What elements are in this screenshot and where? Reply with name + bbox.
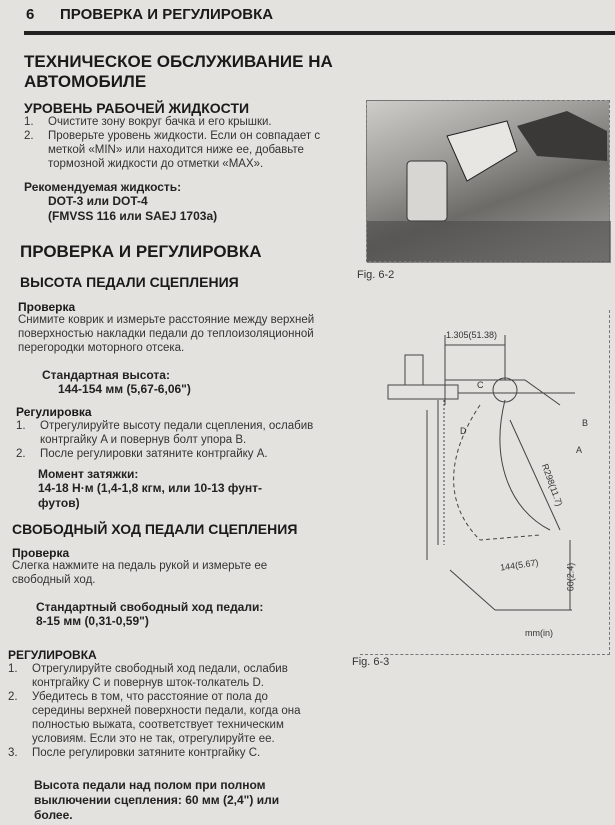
page-header: 6 ПРОВЕРКА И РЕГУЛИРОВКА bbox=[26, 6, 273, 23]
recommended-fluid-2: (FMVSS 116 или SAEJ 1703a) bbox=[48, 209, 218, 223]
fig-6-3-caption: Fig. 6-3 bbox=[352, 656, 390, 668]
free-play-steps: 1.Отрегулируйте свободный ход педали, ос… bbox=[8, 662, 308, 760]
check-text: Слегка нажмите на педаль рукой и измерьт… bbox=[12, 560, 268, 586]
torque-label: Момент затяжки: bbox=[38, 467, 139, 481]
free-play-heading: СВОБОДНЫЙ ХОД ПЕДАЛИ СЦЕПЛЕНИЯ bbox=[12, 521, 298, 537]
adjust-label: Регулировка bbox=[16, 405, 92, 419]
list-item: 3.После регулировки затяните контргайку … bbox=[8, 747, 261, 759]
check-label: Проверка bbox=[12, 546, 70, 560]
fig-6-3-diagram: 1.305(51.38) C D B A R298(11.7) 144(5.67… bbox=[360, 310, 610, 655]
header-title: ПРОВЕРКА И РЕГУЛИРОВКА bbox=[60, 6, 274, 23]
section-title-check: ПРОВЕРКА И РЕГУЛИРОВКА bbox=[20, 242, 262, 261]
header-rule bbox=[24, 31, 615, 35]
check-label: Проверка bbox=[18, 300, 76, 314]
fig-6-2-photo bbox=[366, 100, 611, 263]
units-label: mm(in) bbox=[525, 628, 553, 638]
list-item: 1.Отрегулируйте свободный ход педали, ос… bbox=[8, 663, 288, 689]
label-c: C bbox=[477, 380, 484, 390]
std-height-label: Стандартная высота: bbox=[42, 368, 170, 382]
std-free-play-label: Стандартный свободный ход педали: bbox=[36, 600, 264, 614]
list-item: 2.Убедитесь в том, что расстояние от пол… bbox=[8, 691, 301, 745]
check-text: Снимите коврик и измерьте расстояние меж… bbox=[18, 314, 315, 354]
fluid-level-heading: УРОВЕНЬ РАБОЧЕЙ ЖИДКОСТИ bbox=[24, 100, 250, 116]
torque-value: 14-18 Н·м (1,4-1,8 кгм, или 10-13 фунт-ф… bbox=[38, 481, 263, 510]
recommended-fluid-1: DOT-3 или DOT-4 bbox=[48, 194, 148, 208]
list-item: 1.Очистите зону вокруг бачка и его крышк… bbox=[24, 116, 272, 128]
dimension-floor: 60(2.4) bbox=[565, 562, 576, 592]
std-height-value: 144-154 мм (5,67-6,06") bbox=[58, 382, 191, 396]
section-title-maintenance: ТЕХНИЧЕСКОЕ ОБСЛУЖИВАНИЕ НА АВТОМОБИЛЕ bbox=[24, 52, 333, 91]
label-a: A bbox=[576, 445, 583, 455]
fluid-steps: 1.Очистите зону вокруг бачка и его крышк… bbox=[24, 115, 344, 171]
pedal-floor-note: Высота педали над полом при полном выклю… bbox=[34, 778, 280, 822]
page-number: 6 bbox=[26, 6, 35, 23]
label-d: D bbox=[460, 426, 467, 436]
recommended-fluid-label: Рекомендуемая жидкость: bbox=[24, 180, 182, 194]
std-free-play-value: 8-15 мм (0,31-0,59") bbox=[36, 614, 149, 628]
pedal-height-heading: ВЫСОТА ПЕДАЛИ СЦЕПЛЕНИЯ bbox=[20, 274, 239, 290]
list-item: 2.После регулировки затяните контргайку … bbox=[16, 448, 268, 460]
adjust-label: РЕГУЛИРОВКА bbox=[8, 648, 97, 662]
fig-6-2-caption: Fig. 6-2 bbox=[357, 269, 395, 281]
list-item: 1.Отрегулируйте высоту педали сцепления,… bbox=[16, 420, 314, 446]
label-b: B bbox=[582, 418, 589, 428]
dimension-width: 1.305(51.38) bbox=[446, 330, 498, 340]
brake-reservoir-photo bbox=[367, 111, 611, 263]
height-steps: 1.Отрегулируйте высоту педали сцепления,… bbox=[16, 419, 336, 461]
list-item: 2.Проверьте уровень жидкости. Если он со… bbox=[24, 130, 321, 170]
